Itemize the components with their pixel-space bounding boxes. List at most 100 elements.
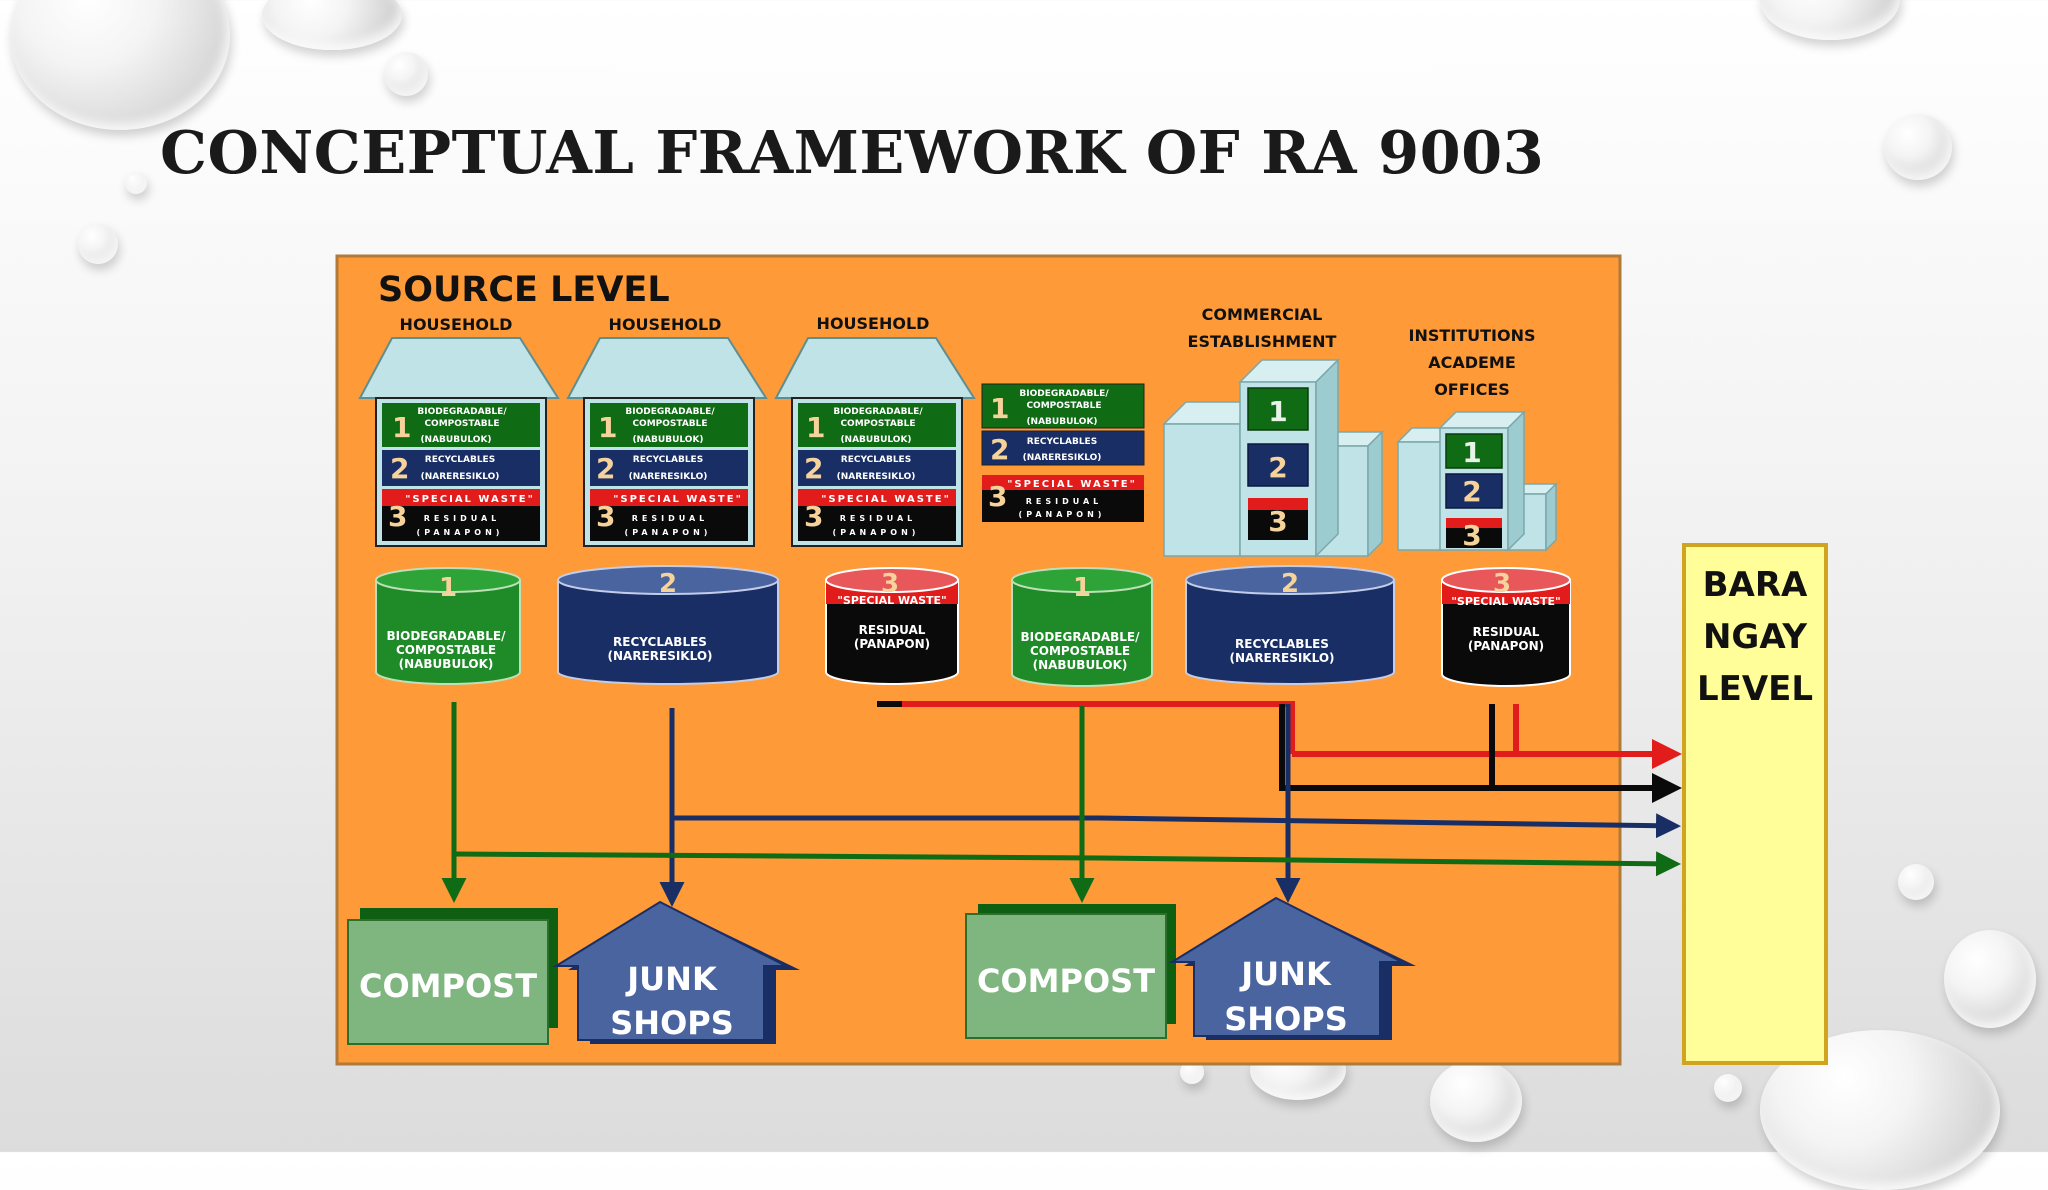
nareresiklo-label: (NARERESIKLO) [837, 472, 916, 482]
nareresiklo-label: (NARERESIKLO) [421, 472, 500, 482]
special-waste-label: "SPECIAL WASTE" [837, 594, 947, 607]
biodegradable-bin-2: 1 BIODEGRADABLE/ COMPOSTABLE (NABUBULOK) [1011, 567, 1153, 687]
water-drop-decoration [1898, 864, 1934, 900]
recyclables-strip [382, 450, 540, 486]
special-waste-strip [982, 475, 1144, 490]
bin-number-3: 3 [804, 500, 823, 533]
nareresiklo-label: (NARERESIKLO) [1023, 453, 1102, 463]
barangay-label-line1: BARA [1703, 565, 1808, 605]
bin-body [1441, 579, 1571, 687]
house-roof [566, 337, 768, 399]
bin-number-1: 1 [1268, 395, 1287, 428]
recyclables-strip [590, 450, 748, 486]
compost-box-1: COMPOST [347, 908, 558, 1045]
household-3: HOUSEHOLD 1 BIODEGRADABLE/ COMPOSTABLE (… [774, 314, 976, 547]
recyclables-label: RECYCLABLES [613, 635, 707, 649]
recyclables-bin-1: 2 RECYCLABLES (NARERESIKLO) [557, 565, 779, 685]
building-right-side [1545, 482, 1557, 552]
bin-number-2: 2 [1281, 569, 1299, 599]
recyclables-window [1445, 473, 1503, 509]
special-waste-label: "SPECIAL WASTE" [821, 494, 951, 505]
flow-line [902, 701, 1295, 754]
nabubulok-label: (NABUBULOK) [840, 435, 911, 445]
recyclables-flow [659, 704, 1681, 907]
special-waste-label: "SPECIAL WASTE" [1451, 595, 1561, 608]
special-waste-bin-2: 3 "SPECIAL WASTE" RESIDUAL (PANAPON) [1441, 567, 1571, 687]
bin-lid [1185, 565, 1395, 595]
compost-label: COMPOST [977, 962, 1155, 1000]
biodegradable-window [1445, 433, 1503, 469]
residual-label: RESIDUAL [859, 623, 926, 637]
junk-shop-house [1168, 896, 1403, 1037]
special-waste-window [1248, 498, 1308, 510]
bin-body [1011, 579, 1153, 687]
biodegradable-label: BIODEGRADABLE/ [1021, 630, 1141, 644]
junk-shop-house [552, 900, 787, 1041]
biodegradable-label: BIODEGRADABLE/ [1019, 389, 1109, 399]
special-waste-window [1446, 518, 1502, 528]
nareresiklo-label: (NARERESIKLO) [1230, 651, 1335, 665]
residual-strip [982, 490, 1144, 522]
household-label: HOUSEHOLD [817, 314, 930, 333]
panapon-label: (PANAPON) [625, 528, 712, 537]
bin-number-3: 3 [388, 500, 407, 533]
special-waste-strip [382, 489, 540, 506]
establishment-label: ESTABLISHMENT [1188, 332, 1337, 351]
biodegradable-strip [590, 403, 748, 447]
nareresiklo-label: (NARERESIKLO) [629, 472, 708, 482]
compostable-label: COMPOSTABLE [396, 643, 496, 657]
special-waste-bin-1: 3 "SPECIAL WASTE" RESIDUAL (PANAPON) [825, 567, 959, 685]
bin-number-2: 2 [659, 569, 677, 599]
bin-body [825, 579, 959, 685]
biodegradable-strip [798, 403, 956, 447]
special-waste-label: "SPECIAL WASTE" [613, 494, 743, 505]
bin-body [1185, 579, 1395, 685]
panapon-label: (PANAPON) [1019, 510, 1106, 519]
offices-label: OFFICES [1434, 380, 1510, 399]
water-drop-decoration [1430, 1060, 1522, 1142]
residual-flow-black [877, 701, 1682, 803]
bin-number-2: 2 [596, 452, 615, 485]
special-waste-label: "SPECIAL WASTE" [1007, 479, 1137, 490]
bin-number-3: 3 [1462, 519, 1481, 552]
barangay-level-box: BARA NGAY LEVEL [1682, 543, 1828, 1065]
building-left [1163, 423, 1241, 557]
bin-lid [557, 565, 779, 595]
bin-number-1: 1 [1462, 436, 1481, 469]
water-drop-decoration [1714, 1074, 1742, 1102]
shops-label: SHOPS [1224, 1000, 1348, 1038]
panapon-label: (PANAPON) [833, 528, 920, 537]
biodegradable-label: BIODEGRADABLE/ [387, 629, 507, 643]
junk-shop-1: JUNK SHOPS [552, 900, 800, 1044]
biodegradable-strip [382, 403, 540, 447]
biodegradable-window [1247, 387, 1309, 431]
nabubulok-label: (NABUBULOK) [399, 657, 494, 671]
water-drop-decoration [1884, 114, 1952, 180]
panapon-label: (PANAPON) [854, 637, 930, 651]
house-roof [774, 337, 976, 399]
recyclables-label: RECYCLABLES [841, 455, 911, 465]
commercial-establishment: COMMERCIAL ESTABLISHMENT 1 2 3 [1162, 305, 1384, 558]
bin-number-3: 3 [1268, 505, 1287, 538]
residual-window [1248, 510, 1308, 540]
bin-number-1: 1 [1073, 573, 1091, 603]
building-right-side [1367, 430, 1383, 558]
recyclables-strip [798, 450, 956, 486]
nabubulok-label: (NABUBULOK) [1026, 417, 1097, 427]
junk-label: JUNK [625, 960, 718, 998]
recyclables-strip [981, 430, 1145, 466]
special-waste-strip [798, 489, 956, 506]
bin-number-1: 1 [392, 411, 411, 444]
academe-label: ACADEME [1428, 353, 1516, 372]
bin-lid [375, 567, 521, 593]
bin-body [375, 579, 521, 685]
residual-strip [382, 506, 540, 541]
barangay-box [1682, 543, 1828, 1065]
water-drop-decoration [1944, 930, 2036, 1028]
water-drop-decoration [78, 224, 118, 264]
nabubulok-label: (NABUBULOK) [632, 435, 703, 445]
bin-number-2: 2 [804, 452, 823, 485]
bin-number-1: 1 [990, 392, 1009, 425]
compost-label: COMPOST [359, 967, 537, 1005]
slide-title: CONCEPTUAL FRAMEWORK OF RA 9003 [160, 118, 1545, 187]
